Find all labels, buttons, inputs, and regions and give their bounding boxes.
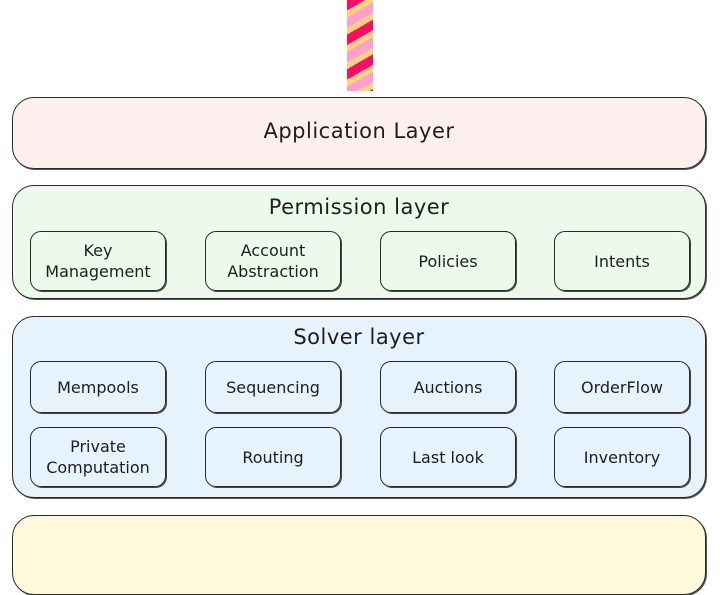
bottom-layer <box>12 515 706 595</box>
box-last-look: Last look <box>380 427 516 487</box>
permission-layer-title: Permission layer <box>268 195 450 219</box>
box-private-computation: Private Computation <box>30 427 166 487</box>
box-account-abstraction: Account Abstraction <box>205 231 341 291</box>
application-layer: Application Layer <box>12 97 706 169</box>
box-intents: Intents <box>554 231 690 291</box>
box-mempools: Mempools <box>30 361 166 413</box>
box-orderflow: OrderFlow <box>554 361 690 413</box>
box-routing: Routing <box>205 427 341 487</box>
box-inventory: Inventory <box>554 427 690 487</box>
striped-connector <box>347 0 373 91</box>
box-sequencing: Sequencing <box>205 361 341 413</box>
solver-layer-title: Solver layer <box>293 325 425 349</box>
box-key-management: Key Management <box>30 231 166 291</box>
application-layer-title: Application Layer <box>263 119 455 143</box>
permission-layer: Permission layer <box>12 185 706 299</box>
box-policies: Policies <box>380 231 516 291</box>
solver-layer: Solver layer <box>12 316 706 498</box>
box-auctions: Auctions <box>380 361 516 413</box>
